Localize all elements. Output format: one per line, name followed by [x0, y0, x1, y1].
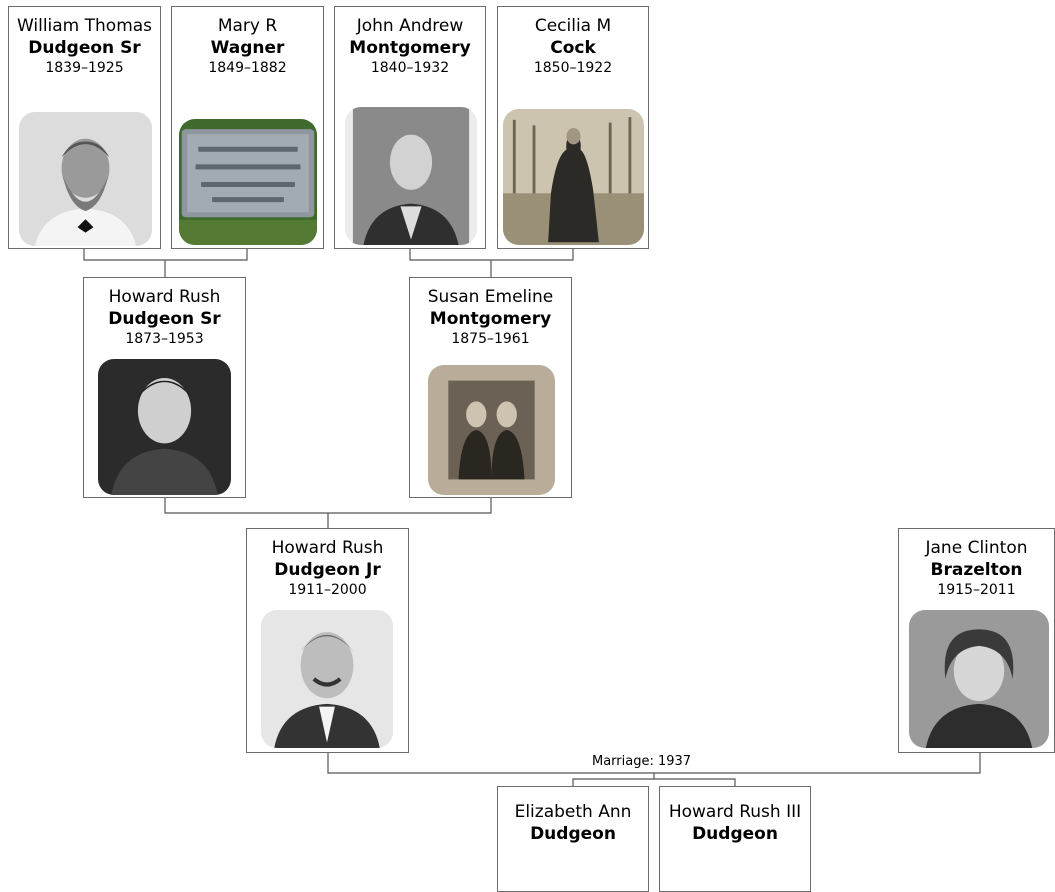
person-photo: [428, 365, 555, 495]
surname: Montgomery: [349, 38, 471, 58]
surname: Dudgeon Sr: [108, 309, 221, 329]
given-name: Howard Rush: [271, 538, 384, 558]
connector-line: [83, 249, 248, 261]
life-dates: 1839–1925: [45, 60, 124, 76]
life-dates: 1911–2000: [288, 582, 367, 598]
given-name: Howard Rush III: [668, 802, 802, 822]
surname: Montgomery: [429, 309, 552, 329]
connector-line: [164, 498, 492, 514]
surname: Dudgeon Sr: [28, 38, 141, 58]
surname: Dudgeon: [530, 824, 616, 844]
surname: Brazelton: [930, 560, 1023, 580]
person-photo: [19, 112, 152, 246]
given-name: Jane Clinton: [925, 538, 1028, 558]
life-dates: 1915–2011: [937, 582, 1016, 598]
life-dates: 1875–1961: [451, 331, 530, 347]
marriage-label: Marriage: 1937: [590, 754, 694, 770]
life-dates: 1840–1932: [370, 60, 450, 76]
connector-line: [572, 778, 736, 786]
given-name: Cecilia M: [534, 16, 612, 36]
life-dates: 1850–1922: [533, 60, 613, 76]
surname: Dudgeon: [692, 824, 778, 844]
surname: Wagner: [210, 38, 285, 58]
life-dates: 1873–1953: [125, 331, 204, 347]
given-name: John Andrew: [356, 16, 464, 36]
surname: Dudgeon Jr: [274, 560, 381, 580]
given-name: Elizabeth Ann: [514, 802, 632, 822]
person-photo: [909, 610, 1049, 748]
person-photo: [179, 119, 317, 245]
person-photo: [345, 107, 477, 245]
life-dates: 1849–1882: [208, 60, 287, 76]
person-photo: [98, 359, 231, 495]
given-name: Howard Rush: [108, 287, 221, 307]
given-name: Mary R: [217, 16, 278, 36]
given-name: William Thomas: [16, 16, 153, 36]
person-photo: [503, 109, 644, 245]
surname: Cock: [550, 38, 596, 58]
given-name: Susan Emeline: [427, 287, 554, 307]
connector-line: [409, 249, 574, 261]
person-photo: [261, 610, 393, 748]
